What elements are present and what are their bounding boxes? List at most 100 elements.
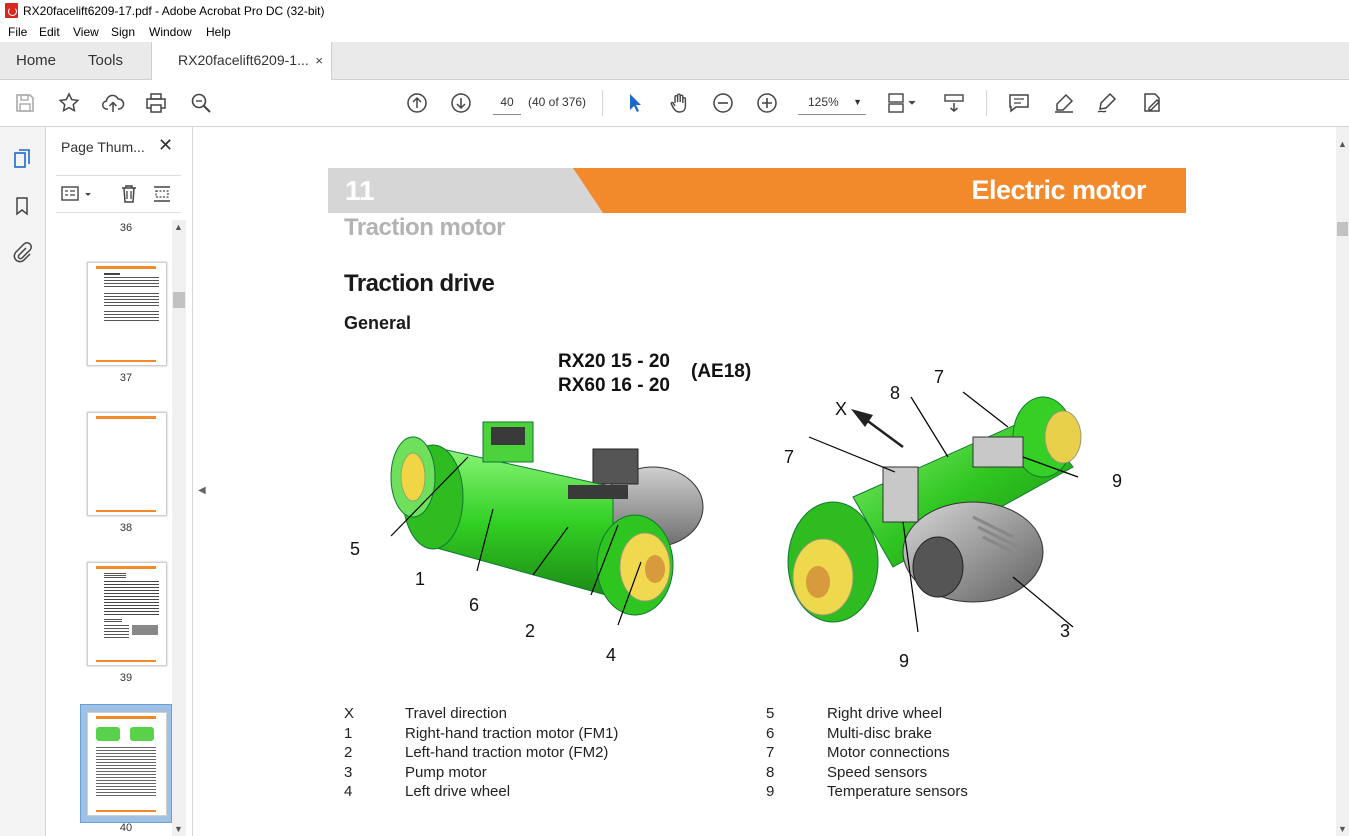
legend-text: Left drive wheel	[405, 783, 511, 800]
model-code: (AE18)	[691, 361, 752, 382]
bookmark-star-icon[interactable]	[57, 91, 81, 115]
print-icon[interactable]	[144, 91, 168, 115]
callout-label: 8	[890, 383, 901, 403]
trash-icon[interactable]	[118, 183, 140, 205]
zoom-search-icon[interactable]	[189, 91, 213, 115]
model-line-2: RX60 16 - 20	[558, 375, 670, 396]
legend-text: Pump motor	[405, 764, 487, 781]
drive-unit-illustration-left	[390, 421, 704, 626]
bookmarks-icon[interactable]	[11, 195, 33, 217]
select-cursor-icon[interactable]	[623, 91, 647, 115]
tab-bar: Home Tools RX20facelift6209-1... ×	[0, 42, 1349, 80]
highlight-pen-icon[interactable]	[1052, 91, 1076, 115]
document-view[interactable]: 1 1 Electric motor Traction motor Tractio…	[213, 127, 1336, 836]
thumbnail-page-38[interactable]	[87, 412, 167, 516]
scroll-up-icon[interactable]: ▲	[174, 222, 183, 232]
legend-key: 4	[344, 783, 353, 800]
legend-text: Motor connections	[827, 744, 950, 761]
menu-window[interactable]: Window	[149, 25, 192, 39]
chapter-header-orange	[573, 168, 1186, 213]
scroll-down-icon[interactable]: ▼	[174, 824, 183, 834]
tab-tools[interactable]: Tools	[88, 52, 124, 69]
legend-text: Left-hand traction motor (FM2)	[405, 744, 609, 761]
chevron-down-icon: ▼	[853, 97, 862, 107]
save-icon[interactable]	[13, 91, 37, 115]
callout-label: 6	[469, 595, 480, 615]
zoom-in-icon[interactable]	[755, 91, 779, 115]
legend-key: 6	[766, 725, 775, 742]
legend-text: Temperature sensors	[827, 783, 968, 800]
upload-cloud-icon[interactable]	[101, 91, 125, 115]
scroll-mode-icon[interactable]	[942, 91, 966, 115]
chapter-title: Electric motor	[971, 175, 1146, 205]
tab-document-label: RX20facelift6209-1...	[178, 52, 309, 68]
toolbar-divider	[602, 90, 603, 116]
callout-label: 2	[525, 621, 536, 641]
zoom-out-icon[interactable]	[711, 91, 735, 115]
thumbnail-page-37[interactable]	[87, 262, 167, 366]
menu-sign[interactable]: Sign	[111, 25, 136, 39]
attachments-paperclip-icon[interactable]	[11, 241, 33, 263]
toolbar: 40 (40 of 376) 125% ▼	[0, 80, 1349, 127]
zoom-select[interactable]: 125% ▼	[798, 90, 866, 115]
thumbnail-page-39[interactable]	[87, 562, 167, 666]
legend-text: Speed sensors	[827, 764, 928, 781]
tab-home[interactable]: Home	[16, 52, 57, 69]
callout-label: 5	[350, 539, 361, 559]
page-heading: Traction drive	[344, 270, 495, 297]
menu-help[interactable]: Help	[206, 25, 231, 39]
legend-key: 1	[344, 725, 353, 742]
callout-label: 7	[934, 367, 945, 387]
thumbnail-options-icon[interactable]	[60, 184, 96, 204]
fill-sign-icon[interactable]	[1140, 91, 1164, 115]
callout-label: 3	[1060, 621, 1071, 641]
tab-document[interactable]: RX20facelift6209-1... ×	[151, 42, 332, 80]
hand-tool-icon[interactable]	[667, 91, 691, 115]
legend-text: Right drive wheel	[827, 705, 943, 722]
thumbnail-scrollbar[interactable]: ▲ ▼	[172, 220, 186, 836]
legend-text: Travel direction	[405, 705, 507, 722]
legend-key: 8	[766, 764, 775, 781]
previous-page-icon[interactable]	[405, 91, 429, 115]
menu-view[interactable]: View	[73, 25, 99, 39]
thumbnail-page-number: 40	[119, 822, 133, 834]
page-layout-icon[interactable]	[886, 91, 920, 115]
collapse-panel-icon[interactable]: ◀	[198, 485, 206, 496]
page-thumbnails-icon[interactable]	[11, 148, 33, 170]
menu-bar: File Edit View Sign Window Help	[0, 22, 1349, 42]
legend-key: 7	[766, 744, 775, 761]
legend-key: 3	[344, 764, 353, 781]
legend-text: Right-hand traction motor (FM1)	[405, 725, 619, 742]
menu-file[interactable]: File	[8, 25, 28, 39]
legend-key: X	[344, 705, 355, 722]
legend-key: 2	[344, 744, 353, 761]
scroll-down-icon[interactable]: ▼	[1338, 824, 1347, 834]
menu-edit[interactable]: Edit	[39, 25, 60, 39]
scrollbar-thumb[interactable]	[1337, 222, 1348, 236]
thumbnail-page-number: 38	[119, 522, 133, 534]
acrobat-icon	[5, 3, 18, 18]
title-bar: RX20facelift6209-17.pdf - Adobe Acrobat …	[0, 0, 1349, 22]
travel-direction-label: X	[835, 399, 848, 419]
tab-close-icon[interactable]: ×	[315, 53, 323, 68]
callout-label: 1	[415, 569, 426, 589]
callout-label: 4	[606, 645, 617, 665]
page-count: (40 of 376)	[528, 95, 587, 109]
scroll-up-icon[interactable]: ▲	[1338, 139, 1347, 149]
scrollbar-thumb[interactable]	[173, 292, 185, 308]
draw-sign-icon[interactable]	[1095, 91, 1119, 115]
thumbnail-page-number: 37	[119, 372, 133, 384]
zoom-value: 125%	[808, 95, 839, 109]
legend-key: 9	[766, 783, 775, 800]
comment-icon[interactable]	[1007, 91, 1031, 115]
model-line-1: RX20 15 - 20	[558, 351, 670, 372]
document-scrollbar[interactable]: ▲ ▼	[1336, 127, 1349, 836]
panel-splitter[interactable]: ◀	[193, 127, 213, 836]
next-page-icon[interactable]	[449, 91, 473, 115]
page-number-input[interactable]: 40	[493, 90, 521, 115]
close-icon[interactable]: ✕	[158, 135, 174, 155]
thumbnail-page-40[interactable]	[87, 712, 167, 816]
page-layout-options-icon[interactable]	[151, 183, 173, 205]
section-title: Traction motor	[344, 214, 506, 241]
callout-label: 7	[784, 447, 795, 467]
